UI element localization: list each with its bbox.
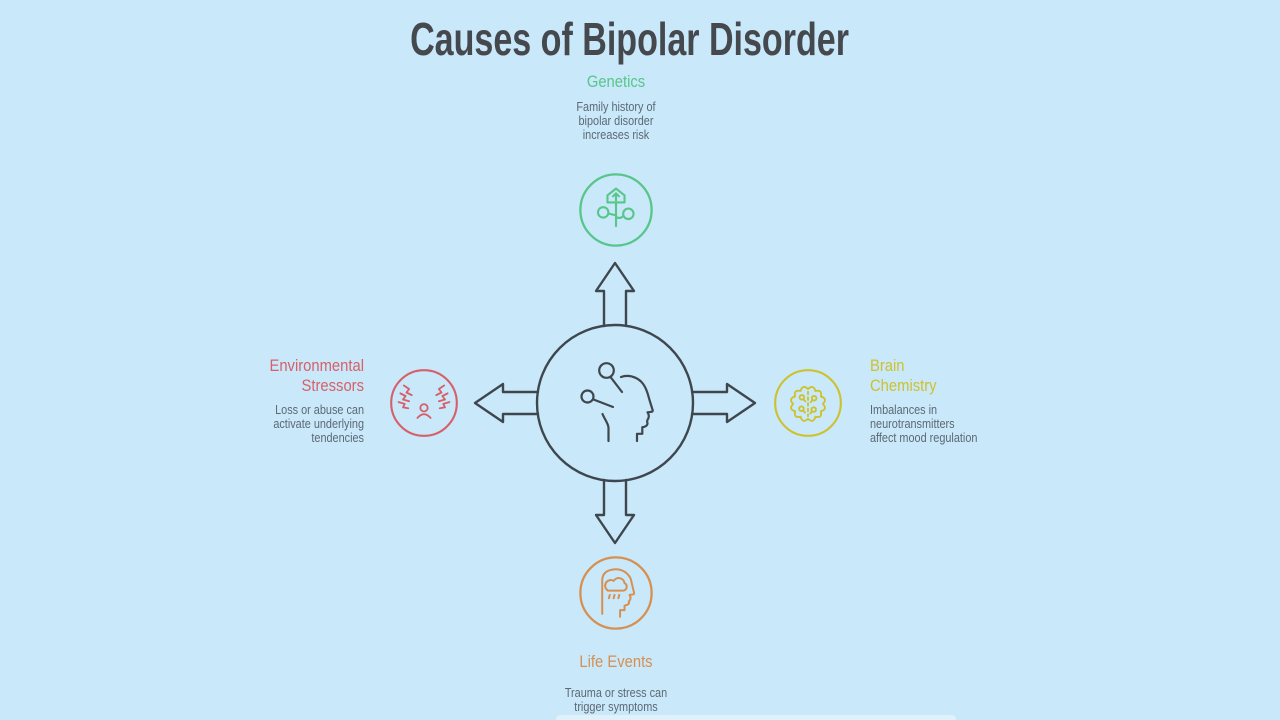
arrow-down-icon [594, 478, 636, 545]
cause-description-brain-chemistry: Imbalances in neurotransmitters affect m… [870, 403, 978, 445]
cause-description-environmental-stressors: Loss or abuse can activate underlying te… [273, 403, 364, 445]
head-with-neurons-icon [473, 261, 757, 545]
arrow-up-icon [594, 261, 636, 328]
arrow-right-icon [690, 382, 757, 424]
conflict-hands-icon [390, 369, 458, 437]
cause-label-genetics: Genetics [586, 72, 646, 91]
page-title-text: Causes of Bipolar Disorder [410, 13, 850, 65]
page-title: Causes of Bipolar Disorder [0, 16, 1260, 62]
cause-label-brain-chemistry: Brain Chemistry [870, 356, 937, 395]
cause-icon-environmental-stressors [389, 368, 459, 438]
cause-label-life-events: Life Events [579, 652, 653, 671]
head-profile-glyph [580, 362, 654, 443]
brain-icon [774, 369, 842, 437]
cause-description-life-events: Trauma or stress can trigger symptoms [564, 686, 668, 714]
cause-icon-genetics [578, 172, 654, 248]
head-rain-cloud-icon [579, 556, 653, 630]
central-hub [465, 253, 765, 553]
cause-icon-brain-chemistry [773, 368, 843, 438]
hub-circle [535, 323, 695, 483]
bottom-cutoff-element [556, 715, 956, 720]
cause-description-genetics: Family history of bipolar disorder incre… [576, 100, 656, 142]
cause-label-environmental-stressors: Environmental Stressors [269, 356, 364, 395]
arrow-left-icon [473, 382, 540, 424]
family-tree-icon [579, 173, 653, 247]
cause-icon-life-events [578, 555, 654, 631]
